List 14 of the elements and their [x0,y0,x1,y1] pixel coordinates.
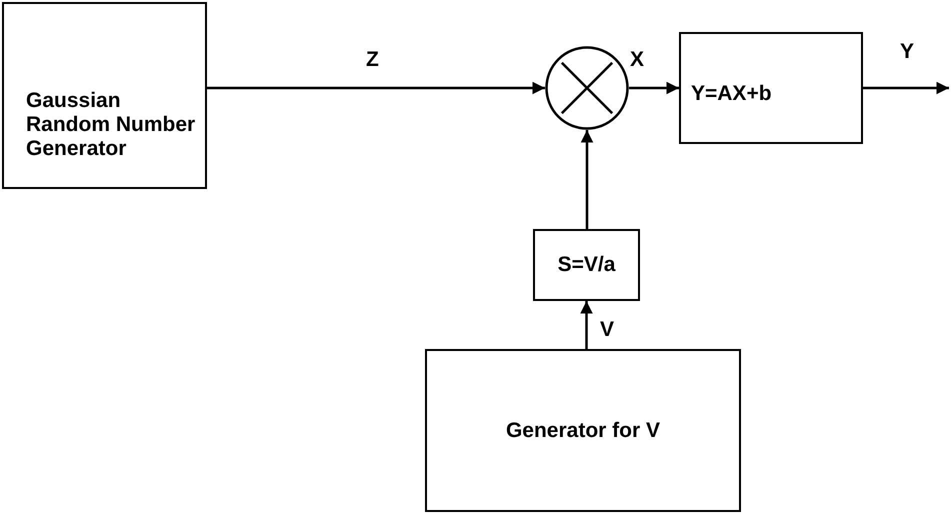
arrow [629,82,679,94]
box-label: Gaussian Random Number Generator [26,88,196,160]
process-box [2,2,207,189]
process-box [425,349,741,512]
arrow [580,301,593,349]
box-label: Y=AX+b [691,82,772,106]
arrow [863,82,949,94]
process-box [679,32,863,144]
arrow [580,130,594,229]
box-label: S=V/a [558,253,616,277]
arrow [207,82,545,94]
box-label: Generator for V [506,418,660,442]
multiplier-circle [545,46,629,130]
process-box [533,229,640,301]
